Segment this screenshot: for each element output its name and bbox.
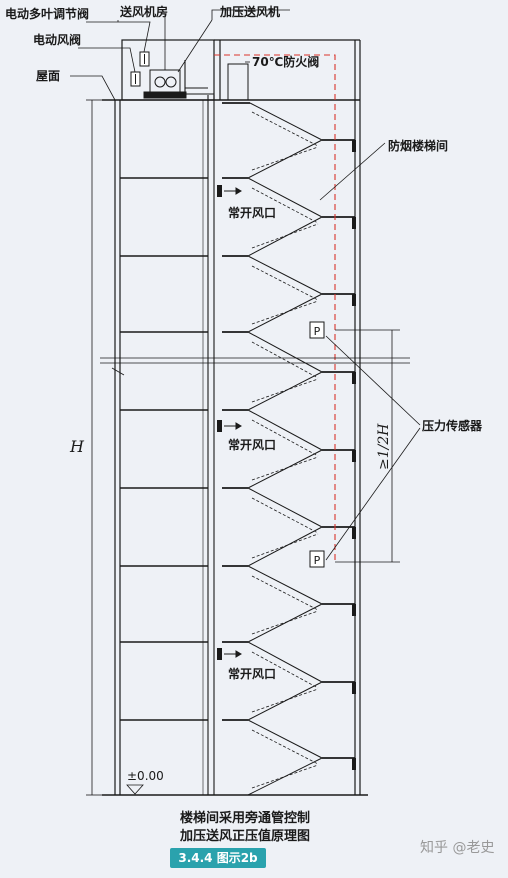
label-fire-damper: 70℃防火阀 bbox=[252, 54, 319, 69]
vent-arrows bbox=[224, 187, 242, 658]
label-ground-level: ±0.00 bbox=[127, 769, 164, 783]
stair-treads bbox=[251, 111, 319, 789]
pressure-sensor-2: P bbox=[309, 550, 325, 568]
figure-number: 3.4.4 图示2b bbox=[178, 851, 258, 865]
height-dimension bbox=[86, 99, 125, 796]
caption-line-2: 加压送风正压值原理图 bbox=[179, 828, 310, 844]
label-open-vent-3: 常开风口 bbox=[228, 666, 276, 681]
label-multi-blade-damper: 电动多叶调节阀 bbox=[5, 6, 89, 21]
label-half-height: ≥1/2H bbox=[376, 423, 392, 470]
label-smoke-proof-stairwell: 防烟楼梯间 bbox=[388, 138, 448, 153]
label-open-vent-2: 常开风口 bbox=[228, 437, 276, 452]
ground-marker bbox=[126, 784, 144, 795]
fire-damper-box bbox=[227, 63, 249, 101]
floor-slabs-left bbox=[120, 177, 208, 721]
label-supply-fan-room: 送风机房 bbox=[119, 4, 168, 19]
sensor-symbol-2: P bbox=[314, 554, 321, 567]
label-electric-damper: 电动风阀 bbox=[33, 32, 81, 47]
damper-symbols bbox=[130, 51, 150, 87]
leader-lines bbox=[70, 9, 421, 561]
stair-landings bbox=[222, 102, 355, 759]
supply-duct bbox=[184, 60, 215, 795]
pressure-sensor-1: P bbox=[309, 321, 325, 339]
caption-line-1: 楼梯间采用旁通管控制 bbox=[180, 810, 310, 826]
label-pressurization-fan: 加压送风机 bbox=[219, 4, 280, 19]
sensor-symbol-1: P bbox=[314, 325, 321, 338]
label-height: H bbox=[69, 437, 85, 456]
figure-badge bbox=[170, 848, 266, 868]
watermark: 知乎 @老史 bbox=[420, 839, 494, 856]
half-height-dimension bbox=[335, 329, 400, 563]
bypass-line bbox=[214, 54, 336, 560]
label-pressure-sensor: 压力传感器 bbox=[422, 418, 483, 433]
label-open-vent-1: 常开风口 bbox=[228, 205, 276, 220]
fan-unit bbox=[143, 69, 187, 99]
landing-wall-marks bbox=[352, 140, 356, 770]
stair-flights bbox=[247, 102, 323, 796]
break-line bbox=[100, 357, 410, 364]
label-roof: 屋面 bbox=[36, 69, 60, 83]
vent-markers bbox=[217, 185, 222, 660]
